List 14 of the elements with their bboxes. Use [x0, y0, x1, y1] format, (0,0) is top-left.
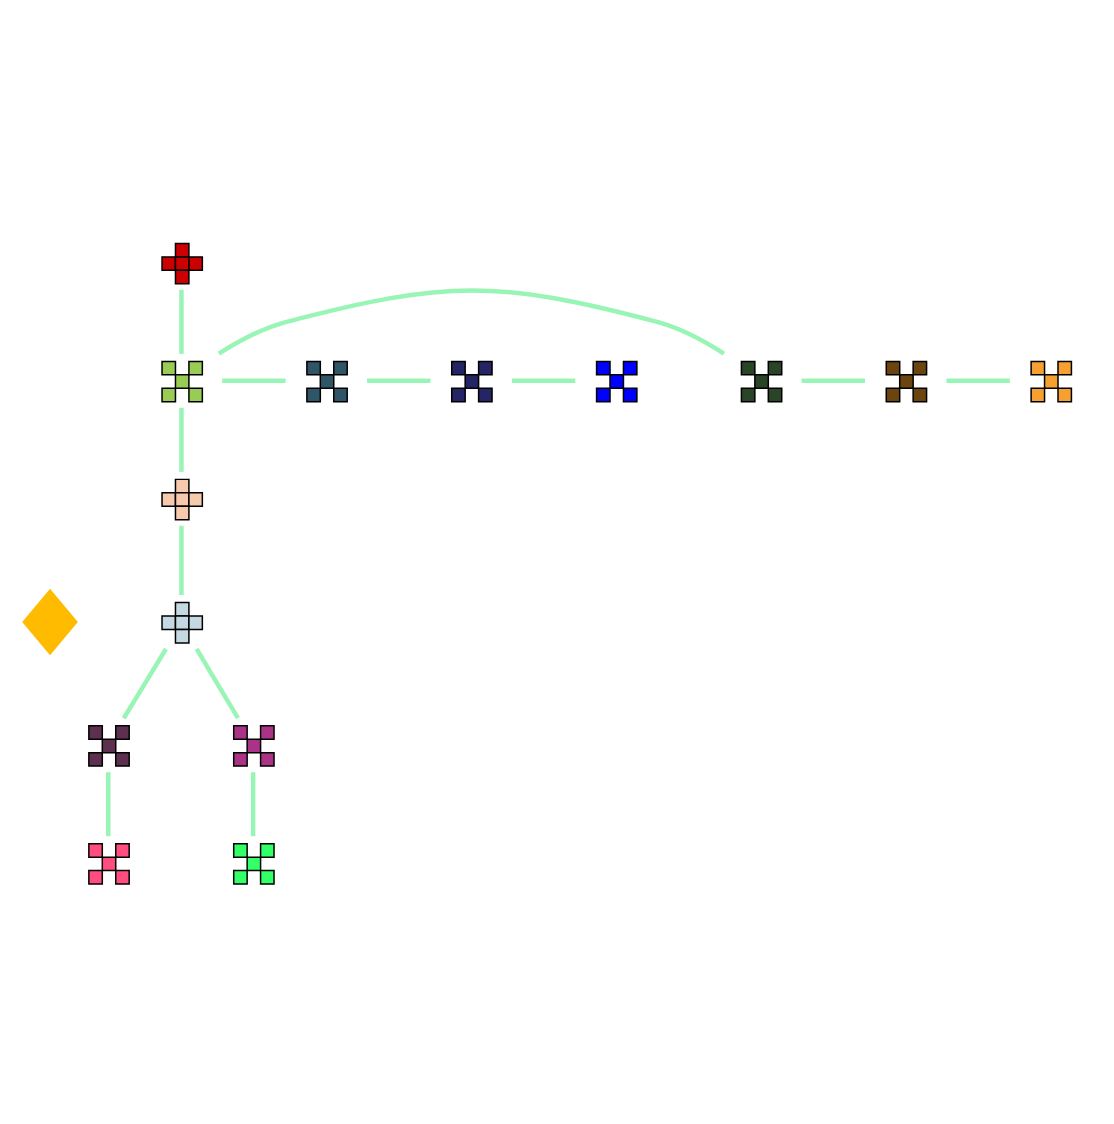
connector	[511, 377, 576, 383]
connector	[367, 377, 431, 383]
connector	[222, 377, 286, 383]
connector	[106, 771, 111, 836]
connector	[194, 646, 240, 719]
connector	[946, 377, 1010, 383]
node-diamond	[22, 587, 78, 655]
connector	[217, 287, 726, 355]
connector	[121, 646, 168, 719]
connector	[179, 406, 184, 471]
connector	[250, 771, 256, 836]
connector	[801, 377, 865, 383]
connector	[179, 524, 184, 595]
connector	[179, 288, 184, 353]
